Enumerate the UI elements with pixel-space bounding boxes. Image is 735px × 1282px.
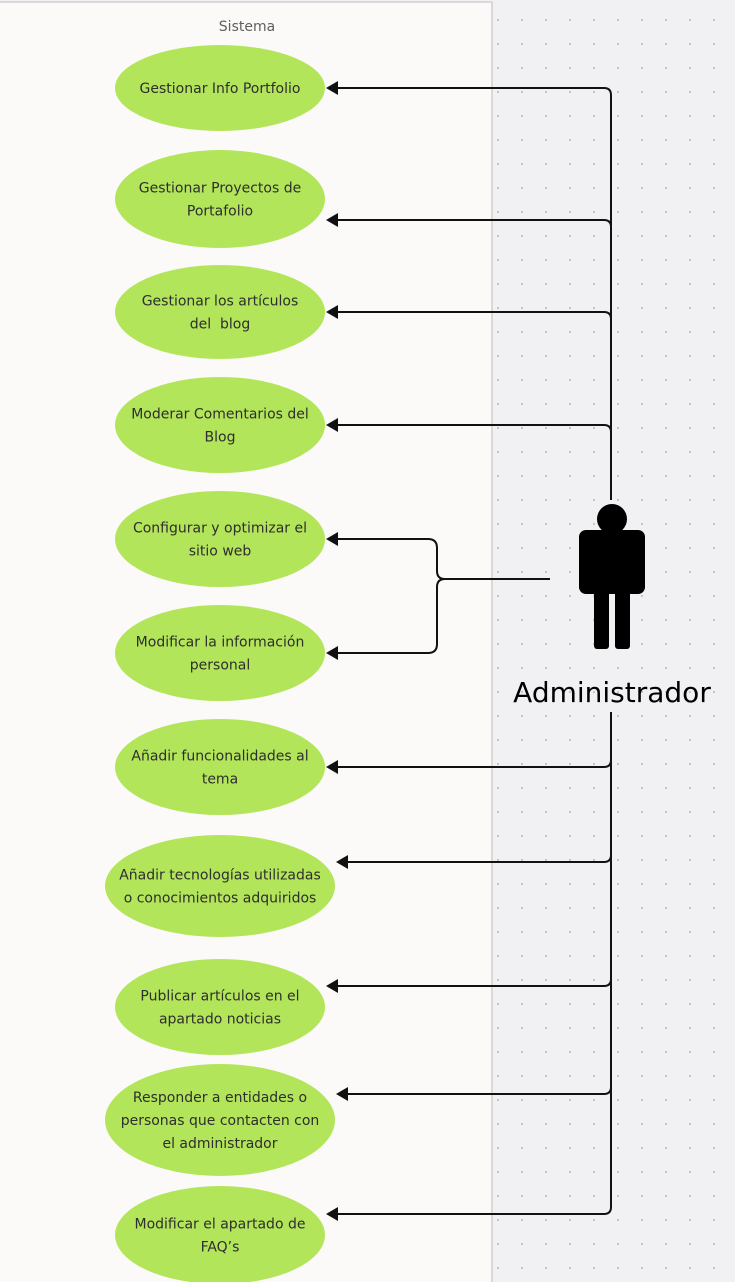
use-case-ellipse (115, 605, 325, 701)
association-line (336, 424, 612, 500)
use-case-label: Publicar artículos en el (140, 989, 299, 1005)
arrowhead (326, 646, 338, 660)
use-case-ellipse (105, 835, 335, 937)
actor-icon (579, 504, 645, 649)
use-case-ellipse (115, 1186, 325, 1282)
actor-label: Administrador (513, 676, 711, 709)
use-case-label: apartado noticias (159, 1012, 281, 1028)
use-case: Gestionar Info Portfolio (115, 45, 325, 131)
arrowhead (326, 1207, 338, 1221)
use-case-label: Gestionar Info Portfolio (140, 81, 301, 97)
use-case-label: FAQ’s (201, 1240, 240, 1256)
use-case-label: Añadir funcionalidades al (131, 749, 308, 765)
use-case-ellipse (105, 1064, 335, 1176)
arrowhead (326, 760, 338, 774)
use-case-label: o conocimientos adquiridos (124, 891, 317, 907)
arrowhead (336, 855, 348, 869)
use-case-ellipse (115, 45, 325, 131)
use-case-label: Modificar la información (136, 635, 305, 651)
connections (326, 81, 612, 1221)
arrowhead (326, 213, 338, 227)
arrowhead (336, 1087, 348, 1101)
use-case-label: Portafolio (187, 204, 253, 220)
use-case: Gestionar los artículos del blog (115, 265, 325, 359)
use-case: Modificar el apartado de FAQ’s (115, 1186, 325, 1282)
use-case: Publicar artículos en el apartado noticia… (115, 959, 325, 1055)
association-line (336, 712, 612, 1215)
use-case-label: Moderar Comentarios del (131, 407, 309, 423)
use-case-label: Modificar el apartado de (135, 1217, 306, 1233)
use-case-label: tema (202, 772, 238, 788)
arrowhead (326, 418, 338, 432)
use-case-ellipse (115, 150, 325, 248)
use-case-label: personas que contacten con (121, 1113, 320, 1129)
arrowhead (326, 979, 338, 993)
association-line (336, 578, 446, 654)
use-case-label: Configurar y optimizar el (133, 521, 307, 537)
use-case-label: Gestionar los artículos (142, 294, 299, 310)
system-title: Sistema (219, 19, 275, 35)
use-case: Responder a entidades o personas que cont… (105, 1064, 335, 1176)
use-case-ellipse (115, 719, 325, 815)
use-case: Configurar y optimizar el sitio web (115, 491, 325, 587)
use-case-label: personal (190, 658, 250, 674)
use-case: Gestionar Proyectos de Portafolio (115, 150, 325, 248)
arrowhead (326, 532, 338, 546)
association-line (336, 87, 612, 500)
use-case-ellipse (115, 377, 325, 473)
use-case-ellipse (115, 959, 325, 1055)
use-case-ellipse (115, 265, 325, 359)
use-case-label: el administrador (162, 1136, 277, 1152)
association-line (336, 311, 612, 500)
use-case-ellipse (115, 491, 325, 587)
use-case-label: Añadir tecnologías utilizadas (119, 868, 321, 884)
use-case: Añadir funcionalidades al tema (115, 719, 325, 815)
arrowhead (326, 305, 338, 319)
association-line (336, 219, 612, 500)
use-case-label: sitio web (189, 544, 252, 560)
use-case-label: del blog (190, 317, 251, 333)
arrowhead (326, 81, 338, 95)
use-case-label: Responder a entidades o (133, 1090, 307, 1106)
use-case-label: Blog (205, 430, 236, 446)
use-case: Añadir tecnologías utilizadas o conocimie… (105, 835, 335, 937)
use-case-label: Gestionar Proyectos de (139, 181, 301, 197)
use-case: Modificar la información personal (115, 605, 325, 701)
